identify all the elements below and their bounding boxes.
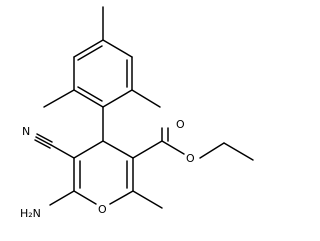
mesityl-ring (43, 6, 161, 108)
bond-c3-cn-a (50, 144, 75, 159)
bond-ar4-ar5-inner (77, 86, 103, 102)
bond-o-ethyl-ch2 (199, 142, 225, 159)
carbonyl-o-label: O (176, 118, 185, 131)
bond-c6-o1 (109, 190, 134, 205)
molecule-diagram: N H₂N O O O (20, 6, 254, 220)
ring-o-label: O (98, 203, 107, 216)
bond-c4-c5 (102, 140, 134, 159)
bond-ar6-ar1 (73, 39, 104, 58)
ester-group: O O (132, 118, 254, 165)
bond-c6-methyl (132, 190, 163, 209)
nitrile-group: N (22, 125, 75, 159)
amino-group: H₂N (20, 190, 75, 220)
nitrile-n-label: N (22, 125, 30, 138)
ether-o-label: O (186, 152, 195, 165)
bond-o1-c2 (73, 190, 97, 205)
bond-ar4-ar5 (73, 89, 104, 108)
bond-c3-c4 (73, 140, 104, 159)
bond-c2-nh2 (49, 190, 75, 206)
bond-ortho-methyl-right (131, 89, 161, 108)
pyran-ring (73, 140, 134, 205)
bond-ar1-ar2 (102, 39, 133, 58)
bond-carbonyl-o-ether (161, 140, 185, 155)
bond-cn-triple-1 (35, 136, 52, 146)
structure-canvas: N H₂N O O O (20, 6, 254, 220)
amino-label: H₂N (20, 207, 41, 220)
bond-ar6-ar1-inner (77, 45, 103, 61)
bond-ar3-ar4 (102, 89, 133, 108)
bond-c5-carbonyl (132, 140, 163, 159)
bond-ortho-methyl-left (43, 89, 75, 108)
bond-ethyl-ch2-ch3 (223, 142, 254, 161)
bond-cn-triple-3 (34, 139, 51, 149)
bond-cn-triple-2 (36, 133, 53, 143)
